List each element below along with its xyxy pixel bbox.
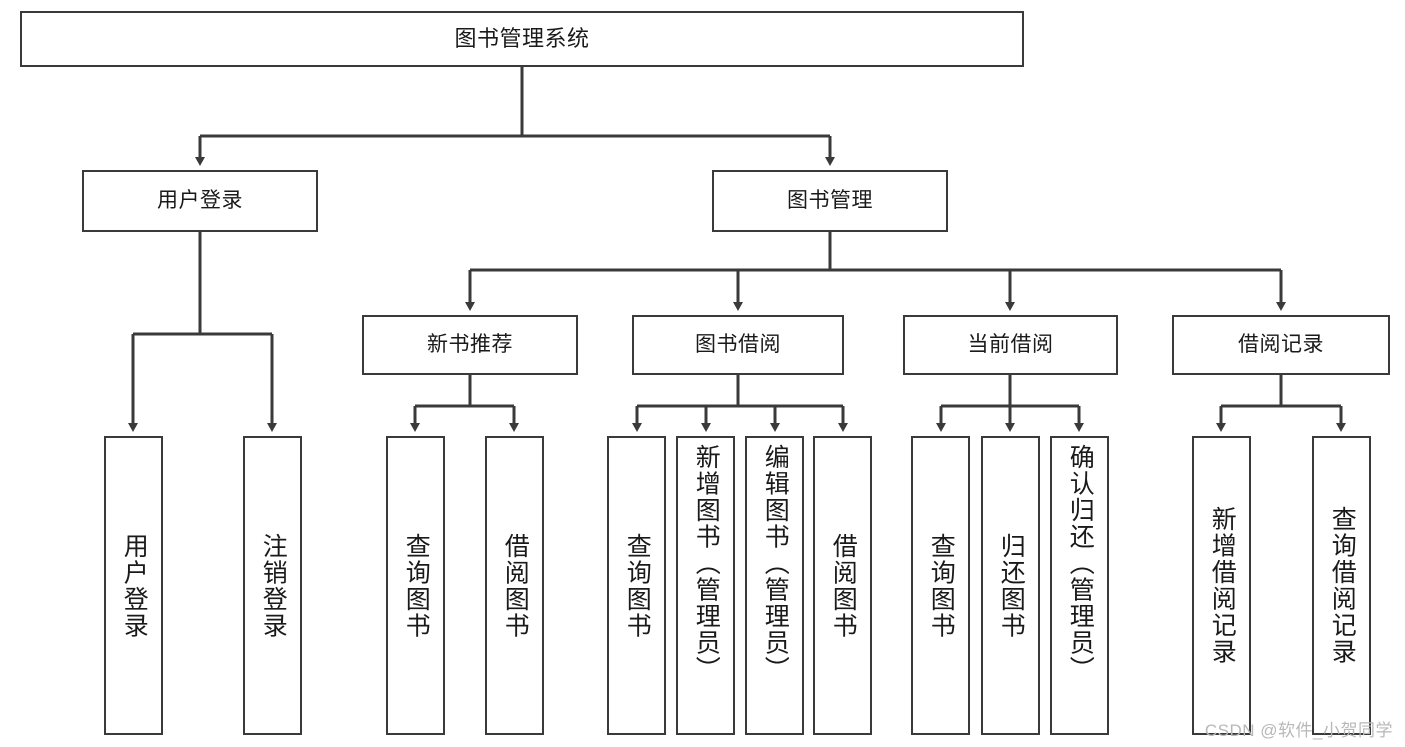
leaf-book-borrow-edit-book[interactable]: 编辑图书（管理员） (745, 436, 804, 735)
node-label: 查询图书 (623, 532, 652, 639)
node-label: 借阅图书 (829, 532, 858, 639)
leaf-user-login-logout[interactable]: 注销登录 (243, 436, 302, 735)
leaf-current-borrow-return-book[interactable]: 归还图书 (981, 436, 1040, 735)
leaf-current-borrow-confirm-return[interactable]: 确认归还（管理员） (1050, 436, 1109, 735)
node-label: 图书管理 (787, 189, 873, 213)
node-label: 查询图书 (927, 532, 956, 639)
watermark-text: CSDN @软件_小贺同学 (1204, 721, 1393, 740)
node-label: 用户登录 (157, 189, 243, 213)
node-label: 注销登录 (259, 532, 288, 639)
node-label: 查询图书 (402, 532, 431, 639)
node-label: 归还图书 (997, 532, 1026, 639)
leaf-book-borrow-borrow-book[interactable]: 借阅图书 (813, 436, 872, 735)
node-label: 图书管理系统 (454, 25, 590, 51)
node-borrow-records[interactable]: 借阅记录 (1172, 315, 1390, 375)
node-new-book-recommend[interactable]: 新书推荐 (362, 315, 578, 375)
node-book-management[interactable]: 图书管理 (712, 170, 948, 232)
node-label: 新增图书（管理员） (692, 444, 721, 683)
leaf-user-login-login[interactable]: 用户登录 (104, 436, 163, 735)
node-label: 新书推荐 (427, 333, 513, 357)
node-label: 用户登录 (120, 532, 149, 639)
leaf-book-borrow-query-book[interactable]: 查询图书 (607, 436, 666, 735)
node-label: 借阅图书 (501, 532, 530, 639)
leaf-new-book-query-book[interactable]: 查询图书 (386, 436, 445, 735)
node-root-book-management-system[interactable]: 图书管理系统 (20, 11, 1024, 67)
leaf-borrow-records-query-record[interactable]: 查询借阅记录 (1312, 436, 1371, 735)
leaf-borrow-records-add-record[interactable]: 新增借阅记录 (1192, 436, 1251, 735)
node-label: 编辑图书（管理员） (761, 444, 790, 683)
leaf-book-borrow-add-book[interactable]: 新增图书（管理员） (676, 436, 735, 735)
node-label: 图书借阅 (695, 333, 781, 357)
node-label: 查询借阅记录 (1328, 506, 1357, 665)
node-label: 借阅记录 (1238, 333, 1324, 357)
node-user-login[interactable]: 用户登录 (82, 170, 318, 232)
node-label: 新增借阅记录 (1208, 506, 1237, 665)
leaf-current-borrow-query-book[interactable]: 查询图书 (911, 436, 970, 735)
node-current-borrow[interactable]: 当前借阅 (903, 315, 1118, 375)
leaf-new-book-borrow-book[interactable]: 借阅图书 (485, 436, 544, 735)
node-label: 确认归还（管理员） (1066, 444, 1095, 683)
node-book-borrow[interactable]: 图书借阅 (632, 315, 844, 375)
node-label: 当前借阅 (967, 333, 1054, 357)
